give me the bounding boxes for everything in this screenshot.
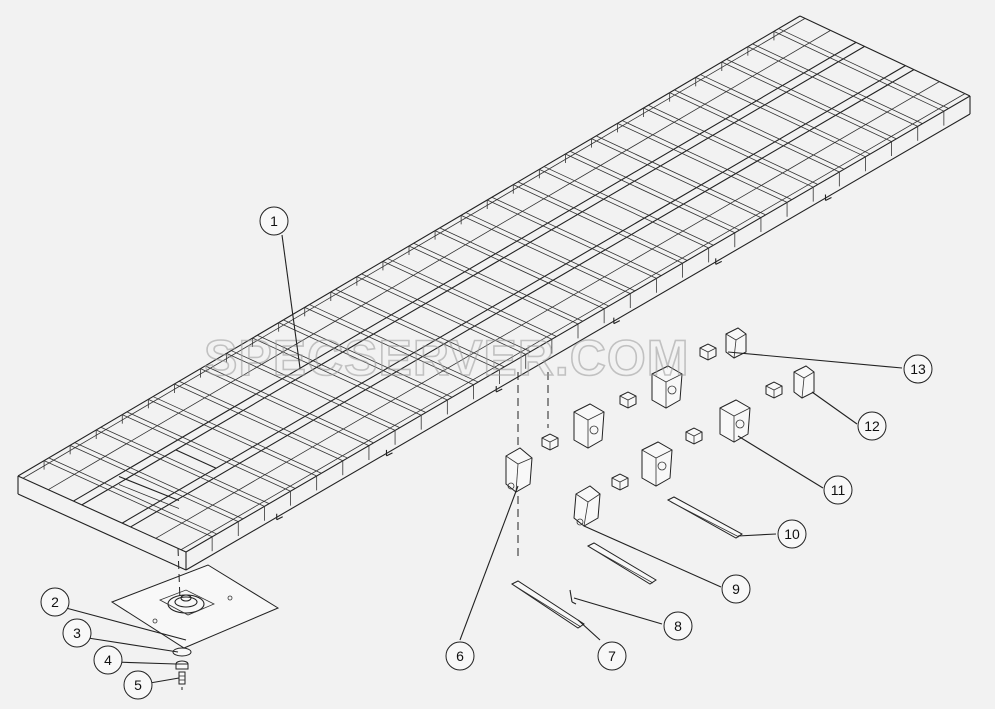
callout-13: 13 — [903, 354, 933, 384]
guide-rail-10 — [666, 496, 743, 539]
hanger-bracket-right — [719, 399, 751, 443]
front-hanger-bracket — [505, 447, 533, 493]
callout-label: 7 — [608, 648, 616, 664]
kingpin-axis-line — [177, 547, 181, 601]
rubber-pad-2 — [611, 473, 629, 491]
callout-10: 10 — [777, 519, 807, 549]
kingpin-bolt — [178, 671, 186, 685]
callout-11: 11 — [823, 475, 853, 505]
callout-label: 5 — [134, 677, 142, 693]
callout-leaders — [65, 234, 903, 684]
guide-rail-middle — [586, 542, 657, 585]
callout-label: 6 — [456, 648, 464, 664]
hanger-bracket-center — [641, 441, 673, 487]
hanger-bracket-upper — [651, 365, 683, 409]
watermark-text: SPECSERVER.COM — [204, 330, 689, 386]
callout-label: 8 — [674, 618, 682, 634]
rubber-pad-4 — [685, 427, 703, 445]
callout-label: 4 — [104, 652, 112, 668]
callout-label: 11 — [831, 482, 846, 498]
callout-label: 12 — [864, 418, 880, 434]
callout-12: 12 — [857, 411, 887, 441]
callout-7: 7 — [597, 641, 627, 671]
rear-hanger-bracket — [573, 485, 601, 527]
callout-label: 10 — [784, 526, 800, 542]
callout-label: 9 — [732, 581, 740, 597]
rubber-pad-6 — [699, 343, 717, 361]
callout-label: 13 — [910, 361, 926, 377]
bump-block — [725, 327, 747, 359]
callout-8: 8 — [663, 611, 693, 641]
rail-clip-8 — [569, 589, 577, 605]
rubber-pad-3 — [619, 391, 637, 409]
callout-9: 9 — [721, 574, 751, 604]
callout-6: 6 — [445, 641, 475, 671]
kingpin-washer — [172, 647, 192, 657]
hanger-bracket-left — [573, 403, 605, 449]
callout-1: 1 — [259, 206, 289, 236]
callout-3: 3 — [62, 618, 92, 648]
callout-2: 2 — [40, 587, 70, 617]
callout-label: 3 — [73, 625, 81, 641]
callout-4: 4 — [93, 645, 123, 675]
callout-label: 2 — [51, 594, 59, 610]
rubber-pad-5 — [765, 381, 783, 399]
guide-rail-7 — [511, 580, 585, 629]
kingpin-nut — [175, 660, 189, 670]
chassis-frame — [17, 15, 971, 571]
callout-5: 5 — [123, 670, 153, 700]
callout-label: 1 — [270, 213, 278, 229]
suspension-brackets-group — [505, 327, 815, 629]
stop-block — [793, 365, 815, 399]
king-pin-plate — [110, 564, 280, 649]
rubber-pad-1 — [541, 433, 559, 451]
